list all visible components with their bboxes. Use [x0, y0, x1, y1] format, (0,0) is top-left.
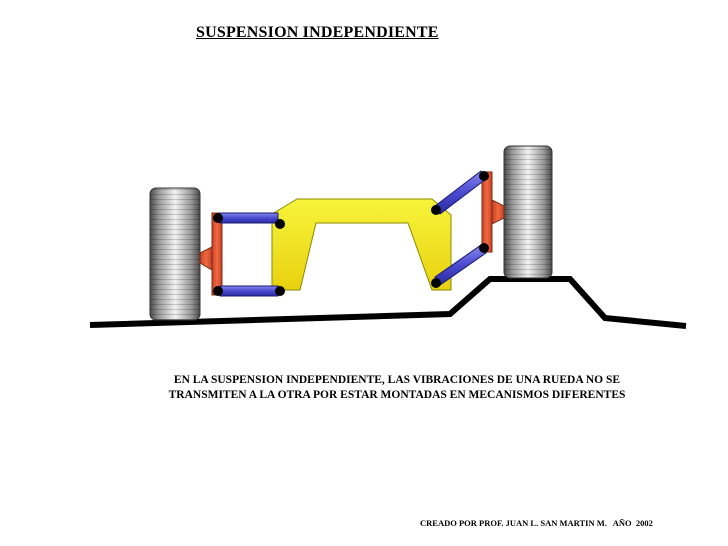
joint-left-lower-inner	[275, 286, 285, 296]
page-title: SUSPENSION INDEPENDIENTE	[196, 24, 439, 41]
joint-right-lower-inner	[431, 278, 441, 288]
joint-right-upper-inner	[431, 205, 441, 215]
joint-left-lower-outer	[213, 286, 223, 296]
joint-left-upper-outer	[213, 213, 223, 223]
joint-left-upper-inner	[275, 219, 285, 229]
right-wheel	[503, 145, 553, 279]
right-wheel-upright	[481, 171, 505, 253]
right-upper-control-arm	[434, 170, 487, 215]
left-lower-control-arm	[219, 285, 279, 297]
left-upper-control-arm	[219, 212, 279, 224]
pivot-joints	[213, 171, 489, 296]
author-credit: CREADO POR PROF. JUAN L. SAN MARTIN M. A…	[420, 518, 653, 528]
caption-text: EN LA SUSPENSION INDEPENDIENTE, LAS VIBR…	[168, 374, 626, 401]
left-wheel-upright	[199, 212, 223, 296]
chassis-frame	[271, 198, 452, 291]
joint-right-lower-outer	[479, 243, 489, 253]
road-surface	[89, 276, 687, 329]
left-wheel	[149, 187, 201, 321]
joint-right-upper-outer	[479, 171, 489, 181]
